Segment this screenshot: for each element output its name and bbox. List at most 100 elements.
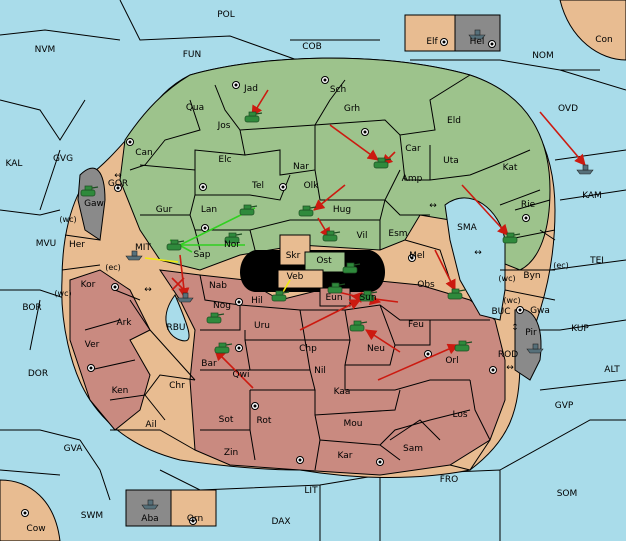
- province-label-kaa: Kaa: [334, 387, 351, 397]
- province-label-esm: Esm: [388, 229, 407, 239]
- army-unit[interactable]: [80, 185, 99, 197]
- province-label-neu: Neu: [367, 344, 385, 354]
- province-label-grh: Grh: [344, 104, 360, 114]
- province-label-sch: Sch: [330, 85, 346, 95]
- army-unit[interactable]: [342, 262, 361, 274]
- province-label-eun: Eun: [325, 293, 342, 303]
- province-label-elf: Elf: [426, 37, 438, 47]
- province-label-amp: Amp: [402, 174, 423, 184]
- hold-mark: [171, 277, 185, 291]
- province-label-sun: Sun: [359, 293, 376, 303]
- adjacency-arrow: ↔: [429, 201, 437, 211]
- adjacency-arrow: ↔: [474, 248, 482, 258]
- province-label-obs: Obs: [417, 280, 435, 290]
- province-label-con: Con: [595, 35, 613, 45]
- province-label-skr: Skr: [286, 251, 301, 261]
- sea-label-gvp: GVP: [555, 401, 574, 411]
- units-layer: [80, 29, 594, 510]
- province-label-nor: Nor: [224, 240, 240, 250]
- fleet-unit[interactable]: [141, 499, 159, 510]
- province-label-ken: Ken: [112, 386, 129, 396]
- sea-label-nom: NOM: [532, 51, 554, 61]
- army-unit[interactable]: [447, 288, 466, 300]
- army-unit[interactable]: [206, 312, 225, 324]
- province-label-hil: Hil: [251, 296, 263, 306]
- coast-tag: (ec): [105, 263, 121, 272]
- province-label-ver: Ver: [85, 340, 100, 350]
- region-red-west: [69, 269, 151, 431]
- sea-label-rbu: RBU: [166, 323, 185, 333]
- province-label-bar: Bar: [201, 359, 217, 369]
- army-unit[interactable]: [298, 205, 317, 217]
- army-unit[interactable]: [224, 232, 243, 244]
- province-label-los: Los: [452, 410, 467, 420]
- army-unit[interactable]: [454, 340, 473, 352]
- province-label-sam: Sam: [403, 444, 423, 454]
- fleet-unit[interactable]: [176, 292, 194, 303]
- coast-tag: (wc): [59, 215, 76, 224]
- army-unit[interactable]: [373, 157, 392, 169]
- adjacency-arrow: ↕: [511, 323, 519, 333]
- army-unit[interactable]: [239, 204, 258, 216]
- fleet-unit[interactable]: [576, 164, 594, 175]
- army-unit[interactable]: [214, 342, 233, 354]
- sea-label-pol: POL: [217, 10, 235, 20]
- outer-borders: [61, 199, 556, 471]
- fleet-unit[interactable]: [468, 29, 486, 40]
- province-label-nil: Nil: [314, 366, 326, 376]
- army-unit[interactable]: [322, 230, 341, 242]
- province-label-veb: Veb: [287, 272, 304, 282]
- province-label-eld: Eld: [447, 116, 461, 126]
- sea-label-mit: MIT: [135, 243, 151, 253]
- sea-label-fun: FUN: [183, 50, 202, 60]
- army-unit[interactable]: [166, 239, 185, 251]
- province-label-uta: Uta: [443, 156, 459, 166]
- province-label-aba: Aba: [141, 514, 158, 524]
- fleet-unit[interactable]: [526, 343, 544, 354]
- province-label-rot: Rot: [257, 416, 272, 426]
- sea-label-som: SOM: [557, 489, 578, 499]
- army-unit[interactable]: [502, 232, 521, 244]
- army-unit[interactable]: [349, 320, 368, 332]
- region-green: [119, 57, 551, 271]
- province-label-qua: Qua: [186, 103, 204, 113]
- province-label-can: Can: [135, 148, 153, 158]
- red-borders: [84, 274, 491, 471]
- green-borders: [129, 74, 556, 301]
- province-label-chp: Chp: [299, 344, 317, 354]
- province-label-zin: Zin: [224, 448, 238, 458]
- province-label-car: Car: [405, 144, 421, 154]
- sea-label-alt: ALT: [604, 365, 620, 375]
- adjacency-arrow: ↔: [114, 171, 122, 181]
- province-label-kar: Kar: [338, 451, 353, 461]
- sea-label-sma: SMA: [457, 223, 477, 233]
- sea-label-bor: BOR: [22, 303, 41, 313]
- province-label-hel: Hel: [470, 37, 485, 47]
- sea-label-kam: KAM: [582, 191, 602, 201]
- province-label-chr: Chr: [169, 381, 185, 391]
- army-unit[interactable]: [359, 290, 378, 302]
- province-label-pir: Pir: [525, 328, 537, 338]
- sea-label-cob: COB: [302, 42, 322, 52]
- fleet-unit[interactable]: [125, 250, 143, 261]
- province-label-sap: Sap: [194, 250, 211, 260]
- sea-label-nvm: NVM: [35, 45, 56, 55]
- province-label-her: Her: [69, 240, 85, 250]
- army-unit[interactable]: [327, 282, 346, 294]
- sea-label-lit: LIT: [304, 486, 318, 496]
- province-label-lan: Lan: [201, 205, 217, 215]
- sea-label-rod: ROD: [498, 350, 518, 360]
- coast-tag: (wc): [503, 296, 520, 305]
- coast-tag: (ec): [553, 261, 569, 270]
- army-unit[interactable]: [271, 290, 290, 302]
- province-label-qwi: Qwi: [233, 370, 250, 380]
- move-orders: [178, 89, 586, 389]
- province-label-mel: Mel: [409, 251, 425, 261]
- army-unit[interactable]: [244, 111, 263, 123]
- adjacency-arrow: ↔: [144, 285, 152, 295]
- province-label-ark: Ark: [116, 318, 132, 328]
- province-label-orl: Orl: [445, 356, 458, 366]
- province-label-rie: Rie: [521, 200, 536, 210]
- province-label-vil: Vil: [357, 231, 368, 241]
